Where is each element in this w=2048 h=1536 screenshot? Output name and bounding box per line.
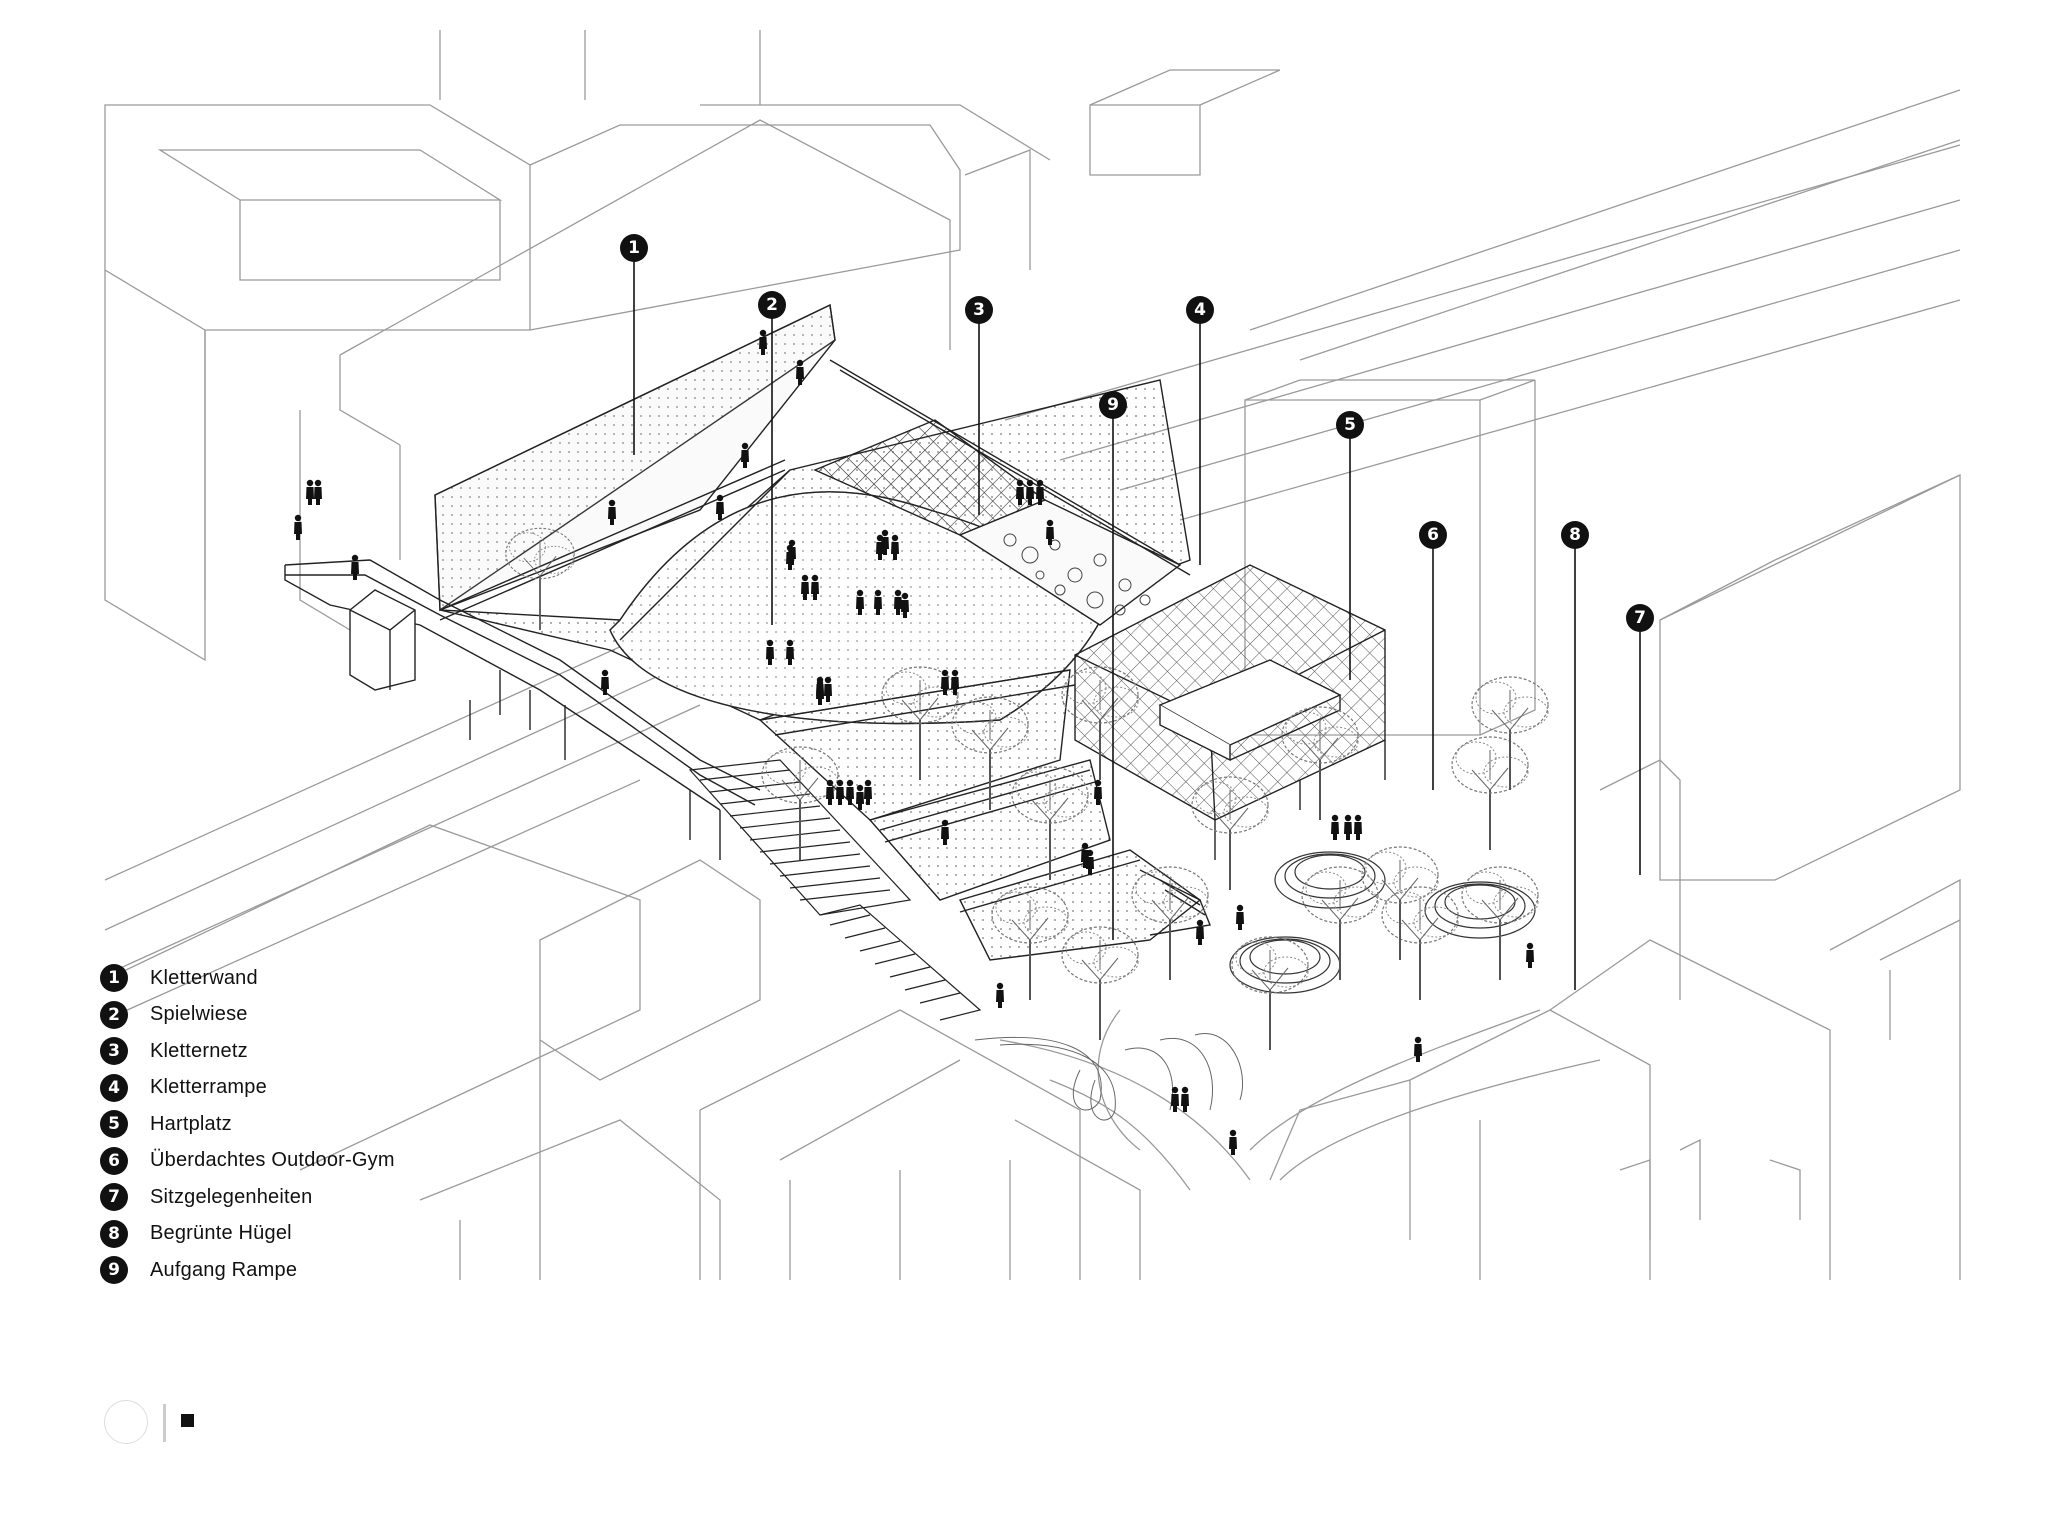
legend-label: Begrünte Hügel	[150, 1222, 292, 1245]
callout-3: 3	[965, 296, 993, 324]
legend-item: 5 Hartplatz	[100, 1106, 395, 1143]
legend-number: 3	[100, 1037, 128, 1066]
callout-2: 2	[758, 291, 786, 319]
legend-number: 1	[100, 964, 128, 993]
legend-number: 5	[100, 1110, 128, 1139]
legend-label: Hartplatz	[150, 1112, 232, 1135]
legend-label: Überdachtes Outdoor-Gym	[150, 1149, 395, 1172]
legend: 1 Kletterwand 2 Spielwiese 3 Kletternetz…	[100, 960, 395, 1289]
legend-number: 8	[100, 1219, 128, 1248]
legend-item: 4 Kletterrampe	[100, 1070, 395, 1107]
legend-number: 9	[100, 1256, 128, 1285]
legend-label: Aufgang Rampe	[150, 1258, 298, 1281]
legend-item: 6 Überdachtes Outdoor-Gym	[100, 1143, 395, 1180]
callout-leaders	[633, 248, 1641, 990]
legend-item: 8 Begrünte Hügel	[100, 1216, 395, 1253]
legend-number: 4	[100, 1073, 128, 1102]
legend-label: Kletternetz	[150, 1039, 248, 1062]
legend-item: 7 Sitzgelegenheiten	[100, 1179, 395, 1216]
legend-label: Sitzgelegenheiten	[150, 1185, 313, 1208]
legend-item: 9 Aufgang Rampe	[100, 1252, 395, 1289]
legend-number: 6	[100, 1146, 128, 1175]
callout-6: 6	[1419, 521, 1447, 549]
legend-label: Kletterrampe	[150, 1076, 267, 1099]
callout-9: 9	[1099, 391, 1127, 419]
context-buildings	[104, 30, 1961, 1280]
callout-8: 8	[1561, 521, 1589, 549]
callout-1: 1	[620, 234, 648, 262]
legend-number: 2	[100, 1000, 128, 1029]
divider	[163, 1404, 166, 1442]
callout-7: 7	[1626, 604, 1654, 632]
square-icon	[181, 1414, 194, 1427]
legend-item: 3 Kletternetz	[100, 1033, 395, 1070]
callout-4: 4	[1186, 296, 1214, 324]
callout-5: 5	[1336, 411, 1364, 439]
legend-item: 1 Kletterwand	[100, 960, 395, 997]
legend-label: Spielwiese	[150, 1003, 248, 1026]
logo-circle-icon	[104, 1400, 148, 1444]
legend-label: Kletterwand	[150, 966, 258, 989]
legend-item: 2 Spielwiese	[100, 997, 395, 1034]
legend-number: 7	[100, 1183, 128, 1212]
